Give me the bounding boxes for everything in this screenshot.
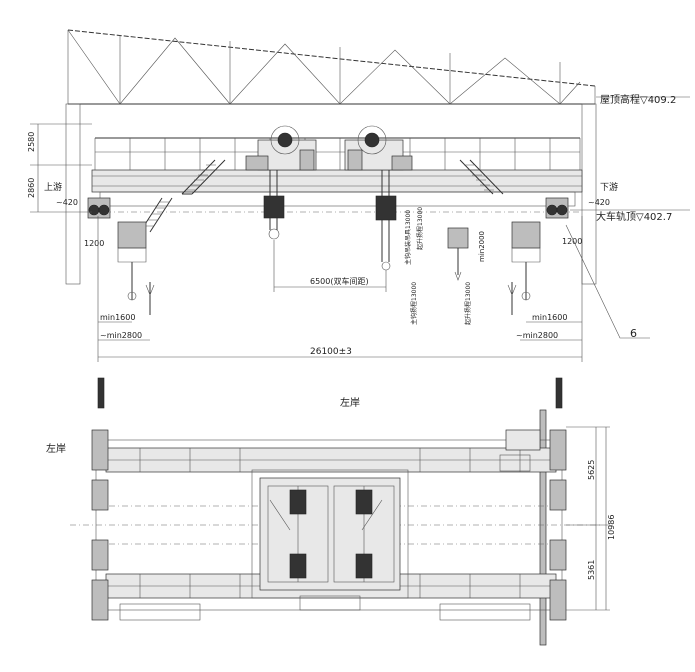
dim-2580: 2580	[27, 132, 36, 152]
dim-420-right: ~420	[588, 198, 610, 207]
elevation-dims-left: 2580 2860 上游 ~420 1200	[27, 123, 104, 248]
span-dim: 26100±3	[310, 347, 352, 357]
roof-elevation-label: 屋顶高程▽409.2	[600, 93, 676, 106]
dim-5625: 5625	[587, 460, 596, 480]
elevation-view: 屋顶高程▽409.2	[27, 29, 690, 362]
downstream-label: 下游	[600, 181, 618, 193]
left-end-carriage	[87, 197, 111, 219]
main-hook-right	[375, 170, 397, 271]
dim-420-left: ~420	[56, 198, 78, 207]
trolley-left	[245, 125, 317, 171]
rail-elevation-label: 大车轨顶▽402.7	[596, 210, 672, 223]
dim-2860: 2860	[27, 178, 36, 198]
main-hook-lift: 主钩扬程13000	[410, 282, 418, 325]
plan-view: 左岸 左岸	[46, 377, 616, 646]
dim-5361: 5361	[587, 560, 596, 580]
min-2000: min2000	[478, 231, 486, 262]
roof-truss	[67, 29, 596, 105]
aux-hook-lift: 起升扬程13000	[464, 282, 472, 325]
dim-1200-right: 1200	[562, 237, 582, 246]
elevation-dims-center: 6500(双车间距) 主钩吊装吊具13000 主钩扬程13000 起升扬程130…	[273, 207, 486, 325]
electric-hoist	[447, 227, 469, 281]
crane-girder	[91, 137, 583, 233]
right-end-carriage	[545, 197, 569, 219]
dim-1200-left: 1200	[84, 239, 104, 248]
dim-6500: 6500(双车间距)	[310, 276, 369, 286]
roof-elevation-mark: 屋顶高程▽409.2	[596, 93, 690, 106]
aux-hoist-right	[507, 221, 541, 315]
trolley-right	[344, 125, 413, 171]
aux-hoist-left	[117, 221, 155, 315]
min1600-right: min1600	[532, 313, 567, 322]
main-hook-down: 主钩吊装吊具13000	[404, 210, 412, 265]
left-bank-side-label: 左岸	[46, 442, 66, 455]
dim-10986: 10986	[607, 515, 616, 540]
upstream-label: 上游	[44, 181, 62, 193]
main-hook-left	[263, 170, 285, 240]
elevation-dims-bottom: 26100±3 ~min2800 ~min2800 min1600 min160…	[97, 216, 583, 362]
callout-6: 6	[630, 327, 637, 340]
right-wall	[581, 103, 597, 285]
min2800-right: ~min2800	[516, 331, 558, 340]
left-bank-top-label: 左岸	[340, 396, 360, 409]
aux-hook-lift-2: 起升扬程13000	[416, 207, 424, 250]
elevation-dims-right: 下游 ~420 大车轨顶▽402.7 1200 6	[562, 181, 690, 340]
left-wall	[65, 103, 81, 285]
min1600-left: min1600	[100, 313, 135, 322]
min2800-left: ~min2800	[100, 331, 142, 340]
